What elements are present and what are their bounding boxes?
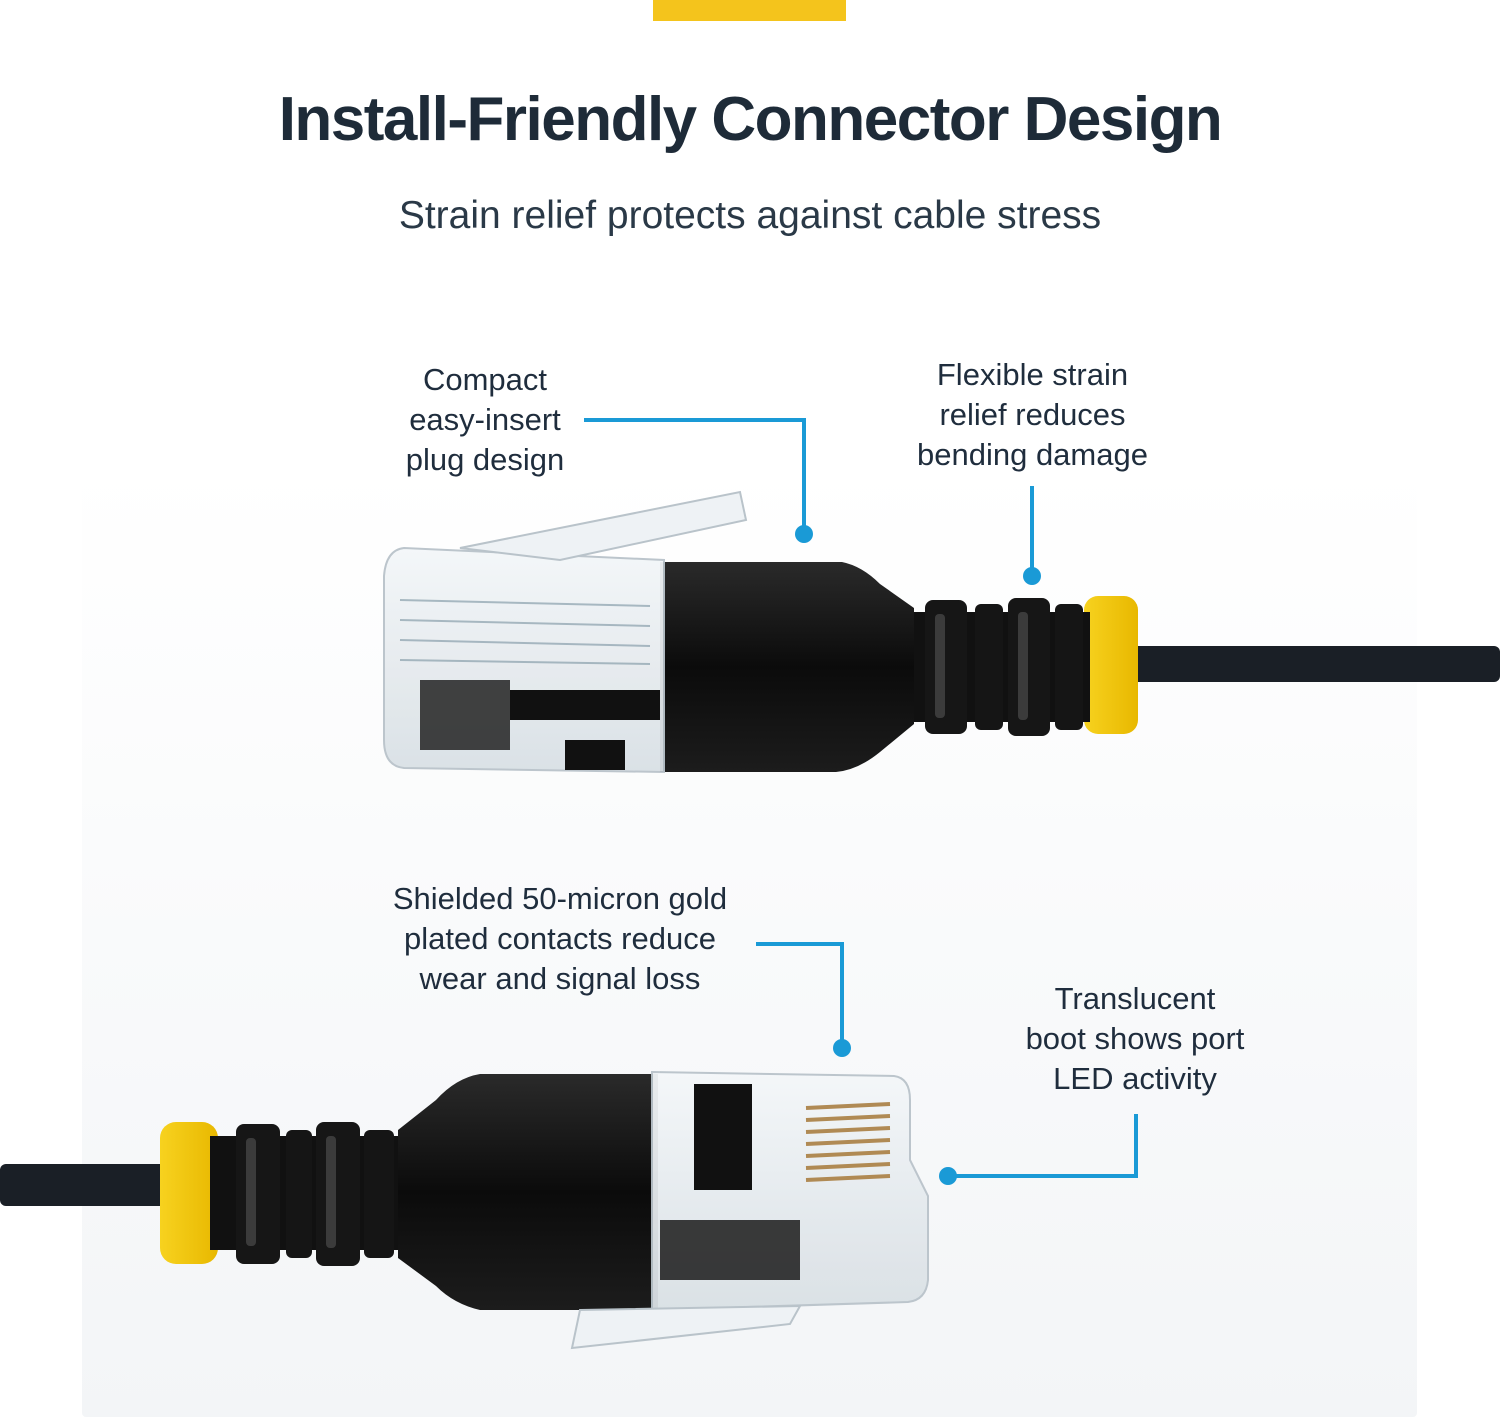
top-yellow-cap — [1084, 596, 1138, 734]
top-clear-plug — [383, 490, 748, 774]
top-strain-relief — [910, 598, 1090, 736]
callout-line: Flexible strain — [936, 357, 1129, 392]
callout-lines — [584, 418, 1138, 1178]
bottom-clear-plug — [570, 1070, 929, 1350]
page-title: Install-Friendly Connector Design — [278, 85, 1223, 154]
gold-contacts — [805, 1102, 891, 1182]
callout-line: Translucent — [1054, 981, 1216, 1016]
top-boot-body — [660, 562, 914, 772]
callout-translucent-boot: Translucent boot shows port LED activity — [1000, 979, 1270, 1099]
bottom-yellow-cap — [160, 1122, 218, 1264]
top-cable — [1130, 646, 1500, 682]
compact-plug-leader — [584, 418, 806, 534]
bottom-boot-body — [398, 1074, 658, 1310]
callout-line: plug design — [405, 442, 565, 477]
translucent-boot-leader — [948, 1114, 1138, 1178]
bottom-strain-relief — [210, 1122, 410, 1266]
callout-line: Compact — [422, 362, 548, 397]
callout-line: LED activity — [1053, 1061, 1217, 1096]
callout-strain-relief: Flexible strain relief reduces bending d… — [890, 355, 1175, 475]
callout-line: wear and signal loss — [419, 961, 701, 996]
translucent-boot-dot — [939, 1167, 957, 1185]
compact-plug-dot — [795, 525, 813, 543]
callout-line: Shielded 50-micron gold — [392, 881, 728, 916]
strain-relief-dot — [1023, 567, 1041, 585]
bottom-cable — [0, 1164, 172, 1206]
callout-line: bending damage — [917, 437, 1148, 472]
callout-compact-plug: Compact easy-insert plug design — [370, 360, 600, 480]
callout-line: plated contacts reduce — [404, 921, 716, 956]
callout-line: boot shows port — [1025, 1021, 1245, 1056]
gold-contacts-leader — [756, 942, 844, 1048]
page-subtitle: Strain relief protects against cable str… — [398, 194, 1102, 237]
bottom-connector — [0, 1070, 929, 1350]
callout-line: easy-insert — [409, 402, 561, 437]
callout-line: relief reduces — [939, 397, 1126, 432]
top-connector — [383, 490, 1500, 774]
callout-gold-contacts: Shielded 50-micron gold plated contacts … — [360, 879, 760, 999]
top-accent-bar — [653, 0, 846, 21]
gold-contacts-dot — [833, 1039, 851, 1057]
